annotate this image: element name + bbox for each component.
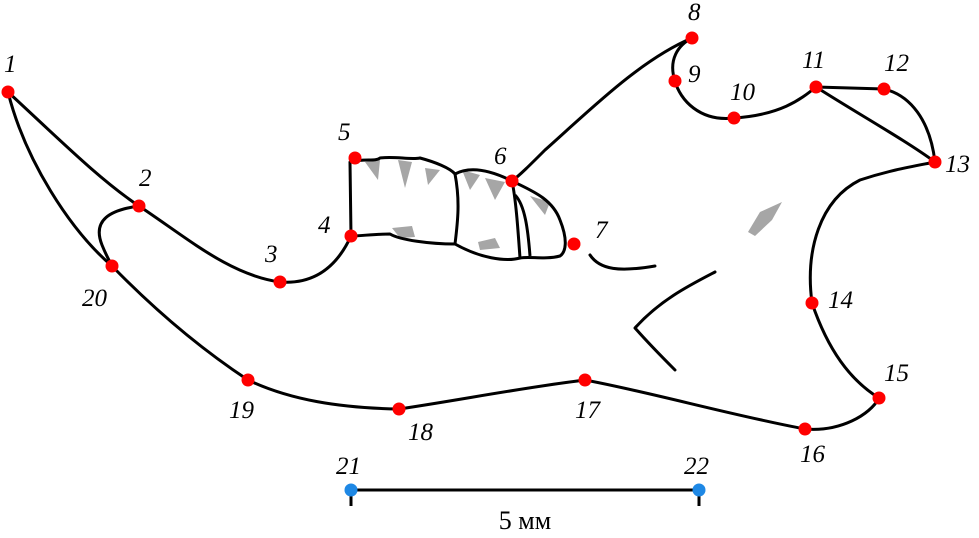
- landmark-label-8: 8: [688, 0, 701, 26]
- tooth-shade: [462, 170, 480, 190]
- mental-foramen: [748, 202, 782, 236]
- landmark-label-4: 4: [318, 212, 331, 239]
- landmark-label-7: 7: [595, 217, 609, 244]
- landmark-label-12: 12: [884, 50, 909, 77]
- scale-point-21: [344, 483, 358, 497]
- landmark-label-5: 5: [338, 119, 351, 146]
- landmark-point-19: [241, 373, 255, 387]
- landmark-label-19: 19: [229, 397, 255, 424]
- outline-incisor-alveolar: [6, 90, 353, 284]
- landmark-label-13: 13: [945, 151, 970, 178]
- landmark-point-4: [344, 229, 358, 243]
- landmark-point-3: [273, 275, 287, 289]
- molar-m2: [454, 168, 522, 261]
- molar-row: [348, 155, 782, 261]
- tooth-shade: [478, 238, 500, 250]
- tooth-shade: [530, 196, 550, 215]
- outline-diastema-loop: [97, 204, 141, 268]
- tooth-shade: [425, 168, 440, 185]
- molar-m3-inner: [513, 193, 532, 257]
- landmark-point-6: [505, 174, 519, 188]
- landmark-label-15: 15: [884, 360, 909, 387]
- molar-m1: [348, 155, 460, 246]
- landmark-point-12: [877, 82, 891, 96]
- landmark-point-18: [392, 402, 406, 416]
- landmark-label-2: 2: [139, 165, 152, 192]
- landmark-label-6: 6: [494, 143, 507, 170]
- landmark-point-1: [1, 85, 15, 99]
- landmark-point-7: [567, 237, 581, 251]
- landmark-label-17: 17: [575, 397, 602, 424]
- landmark-point-20: [105, 259, 119, 273]
- scale-point-label-21: 21: [336, 453, 361, 480]
- outline-coronoid-anterior: [510, 36, 694, 183]
- outline-masseteric-ridge: [588, 253, 657, 271]
- landmark-label-1: 1: [4, 51, 17, 78]
- tooth-shade: [365, 160, 380, 180]
- landmark-point-14: [805, 296, 819, 310]
- scale-bar-length-label: 5 мм: [499, 506, 551, 533]
- landmark-point-5: [348, 151, 362, 165]
- tooth-shade: [392, 226, 415, 238]
- landmark-point-2: [132, 199, 146, 213]
- landmark-point-13: [928, 155, 942, 169]
- landmark-label-18: 18: [408, 419, 434, 446]
- landmark-point-8: [685, 31, 699, 45]
- outline-condylar-process: [671, 36, 937, 164]
- scale-bar: 21 22 5 мм: [336, 453, 709, 535]
- landmark-point-17: [578, 373, 592, 387]
- landmark-label-9: 9: [688, 61, 701, 88]
- landmark-label-20: 20: [82, 285, 108, 312]
- landmark-point-16: [798, 422, 812, 436]
- landmark-point-15: [872, 391, 886, 405]
- outline-masseteric-fossa: [633, 270, 717, 372]
- landmark-label-16: 16: [800, 441, 826, 468]
- landmark-label-3: 3: [264, 241, 278, 268]
- outline-lower-border: [6, 90, 881, 431]
- landmark-label-11: 11: [802, 47, 825, 74]
- tooth-shade: [485, 178, 505, 200]
- landmark-point-9: [668, 74, 682, 88]
- scale-point-label-22: 22: [684, 453, 709, 480]
- landmark-label-10: 10: [730, 79, 756, 106]
- mandible-outline: [6, 36, 937, 431]
- tooth-shade: [398, 160, 412, 188]
- molar-m3: [511, 179, 567, 260]
- scale-point-22: [692, 483, 706, 497]
- landmark-point-11: [809, 80, 823, 94]
- landmark-point-10: [727, 111, 741, 125]
- landmark-label-14: 14: [828, 287, 853, 314]
- outline-condyle-inner: [814, 85, 937, 164]
- outline-angular-process: [808, 160, 937, 400]
